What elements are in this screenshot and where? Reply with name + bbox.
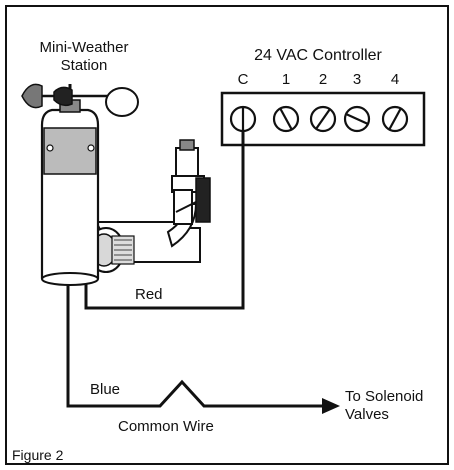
anemometer-icon — [21, 83, 139, 117]
terminal-label-2: 2 — [319, 71, 327, 88]
solenoid-label-line2: Valves — [345, 406, 389, 423]
terminal-screw-1 — [272, 105, 300, 133]
controller-terminal-block — [220, 91, 426, 147]
red-wire-label: Red — [135, 286, 163, 303]
common-wire-label: Common Wire — [118, 418, 214, 435]
solenoid-label-line1: To Solenoid — [345, 388, 423, 405]
terminal-screw-3 — [343, 105, 371, 133]
terminal-label-3: 3 — [353, 71, 361, 88]
figure-frame — [5, 5, 449, 465]
terminal-label-c: C — [238, 71, 249, 88]
weather-station-illustration — [40, 99, 100, 286]
blue-common-wire — [66, 282, 322, 408]
arrow-to-solenoid-icon — [322, 398, 340, 414]
station-label-line1: Mini-Weather — [40, 39, 129, 56]
red-wire — [84, 131, 245, 310]
terminal-screw-c — [229, 105, 257, 133]
terminal-label-4: 4 — [391, 71, 399, 88]
terminal-screw-4 — [381, 105, 409, 133]
solenoid-valve-illustration — [166, 139, 211, 248]
controller-title: 24 VAC Controller — [254, 47, 382, 64]
figure-caption: Figure 2 — [12, 447, 64, 463]
blue-wire-label: Blue — [90, 381, 120, 398]
terminal-label-1: 1 — [282, 71, 290, 88]
station-label-line2: Station — [61, 57, 108, 74]
terminal-screw-2 — [309, 105, 337, 133]
